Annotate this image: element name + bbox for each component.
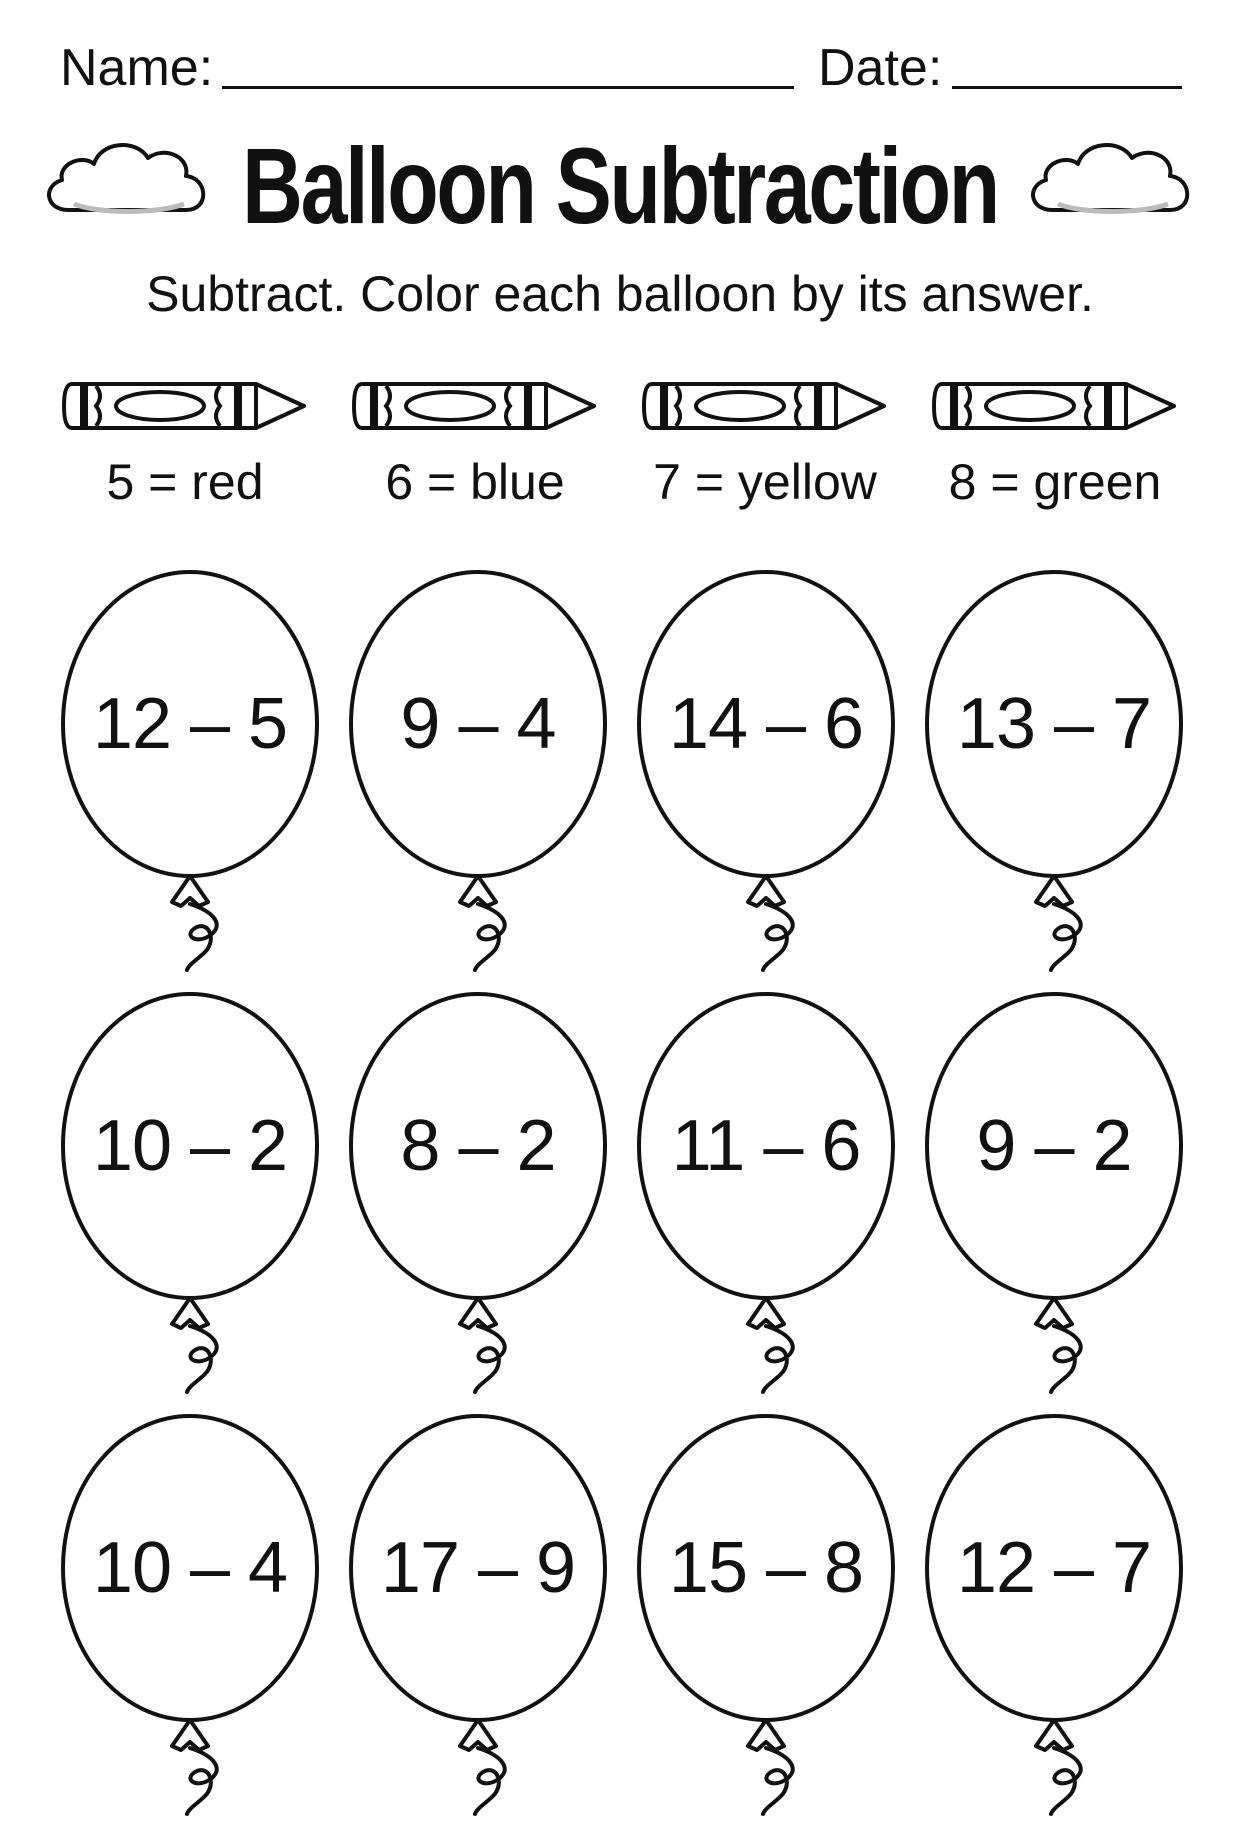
- balloon-problem[interactable]: 17 – 9: [343, 1412, 613, 1822]
- color-key-label: 8 = green: [948, 454, 1162, 510]
- subtraction-problem: 9 – 2: [976, 1106, 1132, 1186]
- balloon-problem[interactable]: 11 – 6: [631, 990, 901, 1400]
- crayon-icon: [352, 382, 596, 430]
- crayon-icon: [932, 382, 1176, 430]
- balloon-outline-icon: [925, 1414, 1183, 1816]
- worksheet-title: Balloon Subtraction: [242, 125, 1000, 246]
- color-key-label: 5 = red: [106, 454, 264, 510]
- subtraction-problem: 15 – 8: [668, 1528, 864, 1608]
- subtraction-problem: 14 – 6: [668, 684, 864, 764]
- color-key-label: 7 = yellow: [653, 454, 877, 510]
- balloon-problem[interactable]: 12 – 7: [919, 1412, 1189, 1822]
- date-label: Date:: [818, 39, 943, 97]
- balloon-problem[interactable]: 10 – 2: [55, 990, 325, 1400]
- color-key-item: 6 = blue: [350, 376, 600, 516]
- balloon-outline-icon: [349, 1414, 607, 1816]
- subtraction-problem: 9 – 4: [400, 684, 556, 764]
- balloon-outline-icon: [61, 1414, 319, 1816]
- subtraction-problem: 12 – 7: [956, 1528, 1152, 1608]
- color-key-item: 5 = red: [60, 376, 310, 516]
- subtraction-problem: 17 – 9: [380, 1528, 576, 1608]
- worksheet-header: Name: Date:: [0, 0, 1240, 120]
- balloon-problem[interactable]: 9 – 2: [919, 990, 1189, 1400]
- balloon-problem[interactable]: 8 – 2: [343, 990, 613, 1400]
- balloon-problem[interactable]: 15 – 8: [631, 1412, 901, 1822]
- balloon-outline-icon: [349, 992, 607, 1394]
- balloon-problem[interactable]: 12 – 5: [55, 568, 325, 978]
- balloon-problem[interactable]: 13 – 7: [919, 568, 1189, 978]
- cloud-icon: [47, 143, 206, 214]
- subtraction-problem: 11 – 6: [671, 1106, 862, 1186]
- color-key-item: 7 = yellow: [640, 376, 890, 516]
- balloon-problem[interactable]: 10 – 4: [55, 1412, 325, 1822]
- cloud-icon: [1031, 143, 1190, 214]
- date-field-line[interactable]: [952, 86, 1182, 89]
- subtraction-problem: 10 – 4: [92, 1528, 288, 1608]
- color-key-item: 8 = green: [930, 376, 1180, 516]
- subtraction-problem: 12 – 5: [92, 684, 288, 764]
- balloon-outline-icon: [349, 570, 607, 972]
- crayon-icon: [62, 382, 306, 430]
- subtraction-problem: 13 – 7: [956, 684, 1152, 764]
- balloon-problem[interactable]: 14 – 6: [631, 568, 901, 978]
- balloon-outline-icon: [925, 570, 1183, 972]
- balloon-outline-icon: [61, 992, 319, 1394]
- balloon-outline-icon: [61, 570, 319, 972]
- balloon-outline-icon: [637, 570, 895, 972]
- balloon-outline-icon: [637, 1414, 895, 1816]
- name-label: Name:: [60, 39, 214, 97]
- instructions-text: Subtract. Color each balloon by its answ…: [146, 266, 1094, 322]
- crayon-icon: [642, 382, 886, 430]
- subtraction-problem: 10 – 2: [92, 1106, 288, 1186]
- balloon-outline-icon: [925, 992, 1183, 1394]
- color-key-label: 6 = blue: [385, 454, 565, 510]
- subtraction-problem: 8 – 2: [400, 1106, 556, 1186]
- balloon-problem[interactable]: 9 – 4: [343, 568, 613, 978]
- name-field-line[interactable]: [222, 86, 794, 89]
- balloon-outline-icon: [637, 992, 895, 1394]
